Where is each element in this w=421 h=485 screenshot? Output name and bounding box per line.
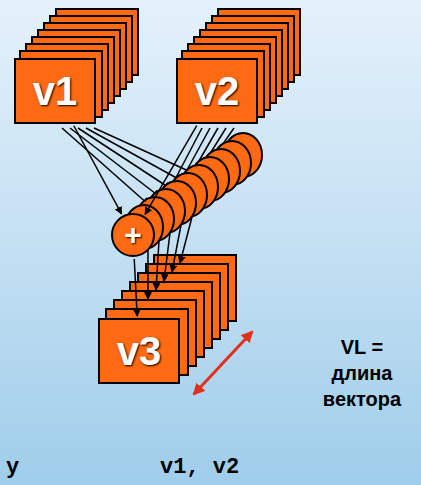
data-flow-arrow xyxy=(134,259,137,316)
node-text: + xyxy=(124,220,142,250)
vector-register: v2 xyxy=(176,58,258,124)
node-text: v3 xyxy=(117,331,162,371)
vector-register: v1 xyxy=(14,58,96,124)
length-arrow xyxy=(194,332,252,394)
code-fragment: v1, v2 xyxy=(160,455,239,480)
adder-circle: + xyxy=(111,213,155,257)
data-flow-arrow xyxy=(145,126,197,215)
code-fragment: y xyxy=(6,455,19,480)
node-text: v1 xyxy=(33,71,78,111)
length-label: VL = длина вектора xyxy=(312,334,412,412)
node-text: v2 xyxy=(195,71,240,111)
vector-register: v3 xyxy=(98,318,180,384)
element-arrows xyxy=(148,217,192,299)
data-flow-arrow xyxy=(74,126,122,214)
